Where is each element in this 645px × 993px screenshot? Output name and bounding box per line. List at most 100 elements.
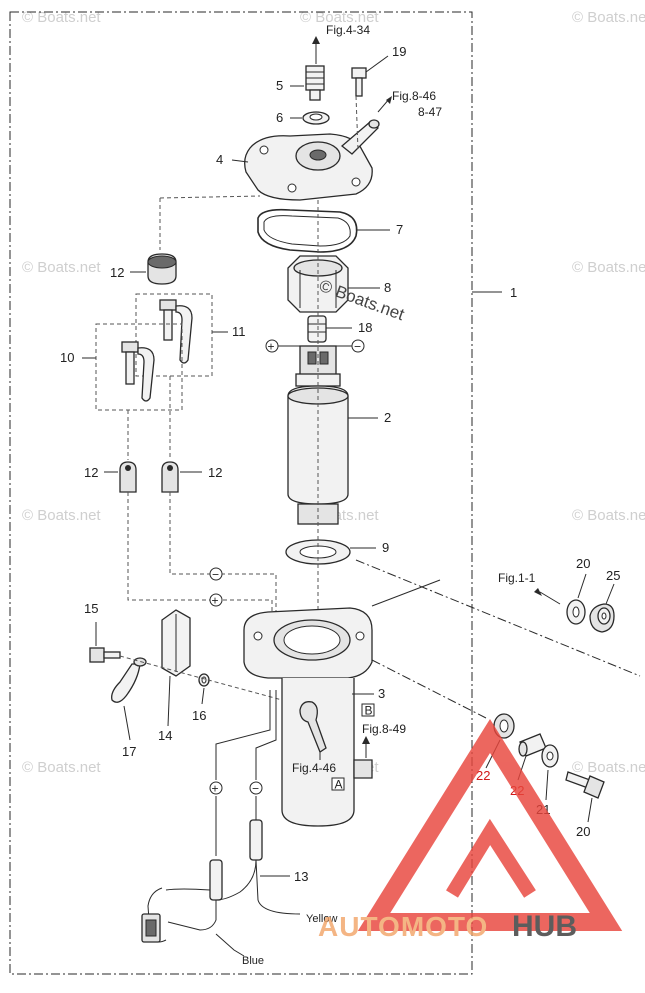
callout-15[interactable]: 14 [158, 728, 172, 743]
plus-icon: + [212, 594, 219, 608]
part-24-collar[interactable] [518, 733, 547, 757]
part-18-clip[interactable] [111, 657, 147, 703]
callout-13[interactable]: 12 [110, 265, 124, 280]
watermark-text: © Boats.net [572, 759, 645, 776]
minus-icon: − [252, 782, 259, 796]
logo-text-hub: HUB [512, 910, 577, 943]
marker-a-label: A [335, 778, 343, 792]
wire-label-blue: Blue [242, 955, 264, 967]
part-17-washer[interactable] [198, 673, 210, 687]
part-19-filter[interactable] [307, 315, 327, 343]
marker-b [361, 703, 375, 717]
assembly-line [355, 559, 641, 677]
watermark-text: © Boats.net [22, 759, 101, 776]
callout-19[interactable]: 18 [358, 320, 372, 335]
part-10-terminal[interactable] [121, 341, 155, 402]
ref-fig-4-34[interactable]: Fig.4-34 [326, 23, 370, 37]
assembly-line [371, 659, 487, 719]
plus-icon: + [268, 340, 275, 354]
polarity-marks-top: + − [265, 339, 365, 354]
part-22-washer-top[interactable] [566, 599, 586, 625]
arrow-icon [362, 736, 370, 744]
part-25-grommet[interactable] [589, 603, 615, 633]
wire-label-yellow: Yellow [306, 913, 337, 925]
logo-inner-icon [446, 818, 536, 898]
leader-line [201, 687, 205, 705]
part-12-sleeve-left[interactable] [119, 461, 137, 493]
wire-minus [255, 690, 277, 780]
leader-line [167, 675, 171, 727]
minus-icon: − [354, 340, 361, 354]
assembly-frame [9, 11, 473, 975]
leader-line [371, 579, 441, 607]
callout-25[interactable]: 25 [606, 568, 620, 583]
callout-17[interactable]: 16 [192, 708, 206, 723]
part-20-bolt[interactable] [351, 67, 367, 97]
callout-23[interactable]: 22 [476, 768, 490, 783]
plus-icon: + [212, 782, 219, 796]
part-14-harness[interactable] [141, 819, 301, 957]
callout-12[interactable]: 12 [84, 465, 98, 480]
watermark-text: © Boats.net [22, 9, 101, 26]
leader-line [123, 705, 131, 741]
watermark-text: © Boats.net [572, 259, 645, 276]
part-12-sleeve-right[interactable] [161, 461, 179, 493]
callout-12[interactable]: 12 [208, 465, 222, 480]
callout-10[interactable]: 10 [60, 350, 74, 365]
part-7-oring[interactable] [257, 208, 358, 253]
ref-fig-4-46[interactable]: Fig.4-46 [292, 761, 336, 775]
assembly-line [159, 195, 261, 199]
wire-route-minus [169, 492, 277, 640]
part-15-bracket[interactable] [161, 609, 191, 677]
part-22-washer-bottom[interactable] [541, 744, 559, 768]
wire-plus [215, 690, 271, 780]
part-10-group[interactable] [95, 323, 183, 411]
callout-6[interactable]: 6 [276, 110, 283, 125]
callout-22[interactable]: 20 [576, 556, 590, 571]
part-11-group[interactable] [135, 293, 213, 377]
callout-21[interactable]: 20 [576, 824, 590, 839]
callout-8[interactable]: 8 [384, 280, 391, 295]
ref-fig-1-1[interactable]: Fig.1-1 [498, 571, 536, 585]
part-4-cover[interactable] [244, 119, 380, 201]
leader-line [587, 797, 593, 823]
callout-7[interactable]: 7 [396, 222, 403, 237]
part-16-bolt[interactable] [89, 647, 121, 663]
callout-5[interactable]: 5 [276, 78, 283, 93]
watermark-text: © Boats.net [22, 259, 101, 276]
minus-icon: − [212, 568, 219, 582]
callout-2[interactable]: 2 [384, 410, 391, 425]
callout-3[interactable]: 3 [378, 686, 385, 701]
callout-4[interactable]: 4 [216, 152, 223, 167]
callout-9[interactable]: 9 [382, 540, 389, 555]
part-3-housing[interactable] [243, 607, 373, 827]
leader-line [545, 769, 549, 801]
callout-20[interactable]: 19 [392, 44, 406, 59]
automotohub-logo: AUTOMOTO HUB [318, 718, 623, 943]
arrow-icon [312, 36, 320, 44]
watermark-text: © Boats.net [572, 9, 645, 26]
ref-fig-8-47[interactable]: 8-47 [418, 105, 442, 119]
watermark-text: © Boats.net [300, 9, 379, 26]
assembly-line [355, 95, 359, 151]
callout-18[interactable]: 17 [122, 744, 136, 759]
callout-14[interactable]: 13 [294, 869, 308, 884]
polarity-marks-bottom: + − [209, 781, 263, 796]
watermark-text: © Boats.net [22, 507, 101, 524]
ref-fig-8-49[interactable]: Fig.8-49 [362, 722, 406, 736]
arrow-icon [534, 588, 542, 596]
logo-triangle-icon [357, 718, 623, 931]
callout-11[interactable]: 11 [232, 324, 246, 339]
watermark-text: © Boats.net [572, 507, 645, 524]
ref-fig-8-46[interactable]: Fig.8-46 [392, 89, 436, 103]
callout-1[interactable]: 1 [510, 285, 517, 300]
part-13-cap[interactable] [147, 253, 177, 285]
callout-16[interactable]: 15 [84, 601, 98, 616]
part-21-bolt[interactable] [565, 771, 605, 799]
part-11-terminal[interactable] [159, 299, 193, 364]
leader-line [577, 573, 587, 599]
part-6-washer[interactable] [302, 111, 330, 125]
part-5-fitting[interactable] [305, 65, 325, 101]
